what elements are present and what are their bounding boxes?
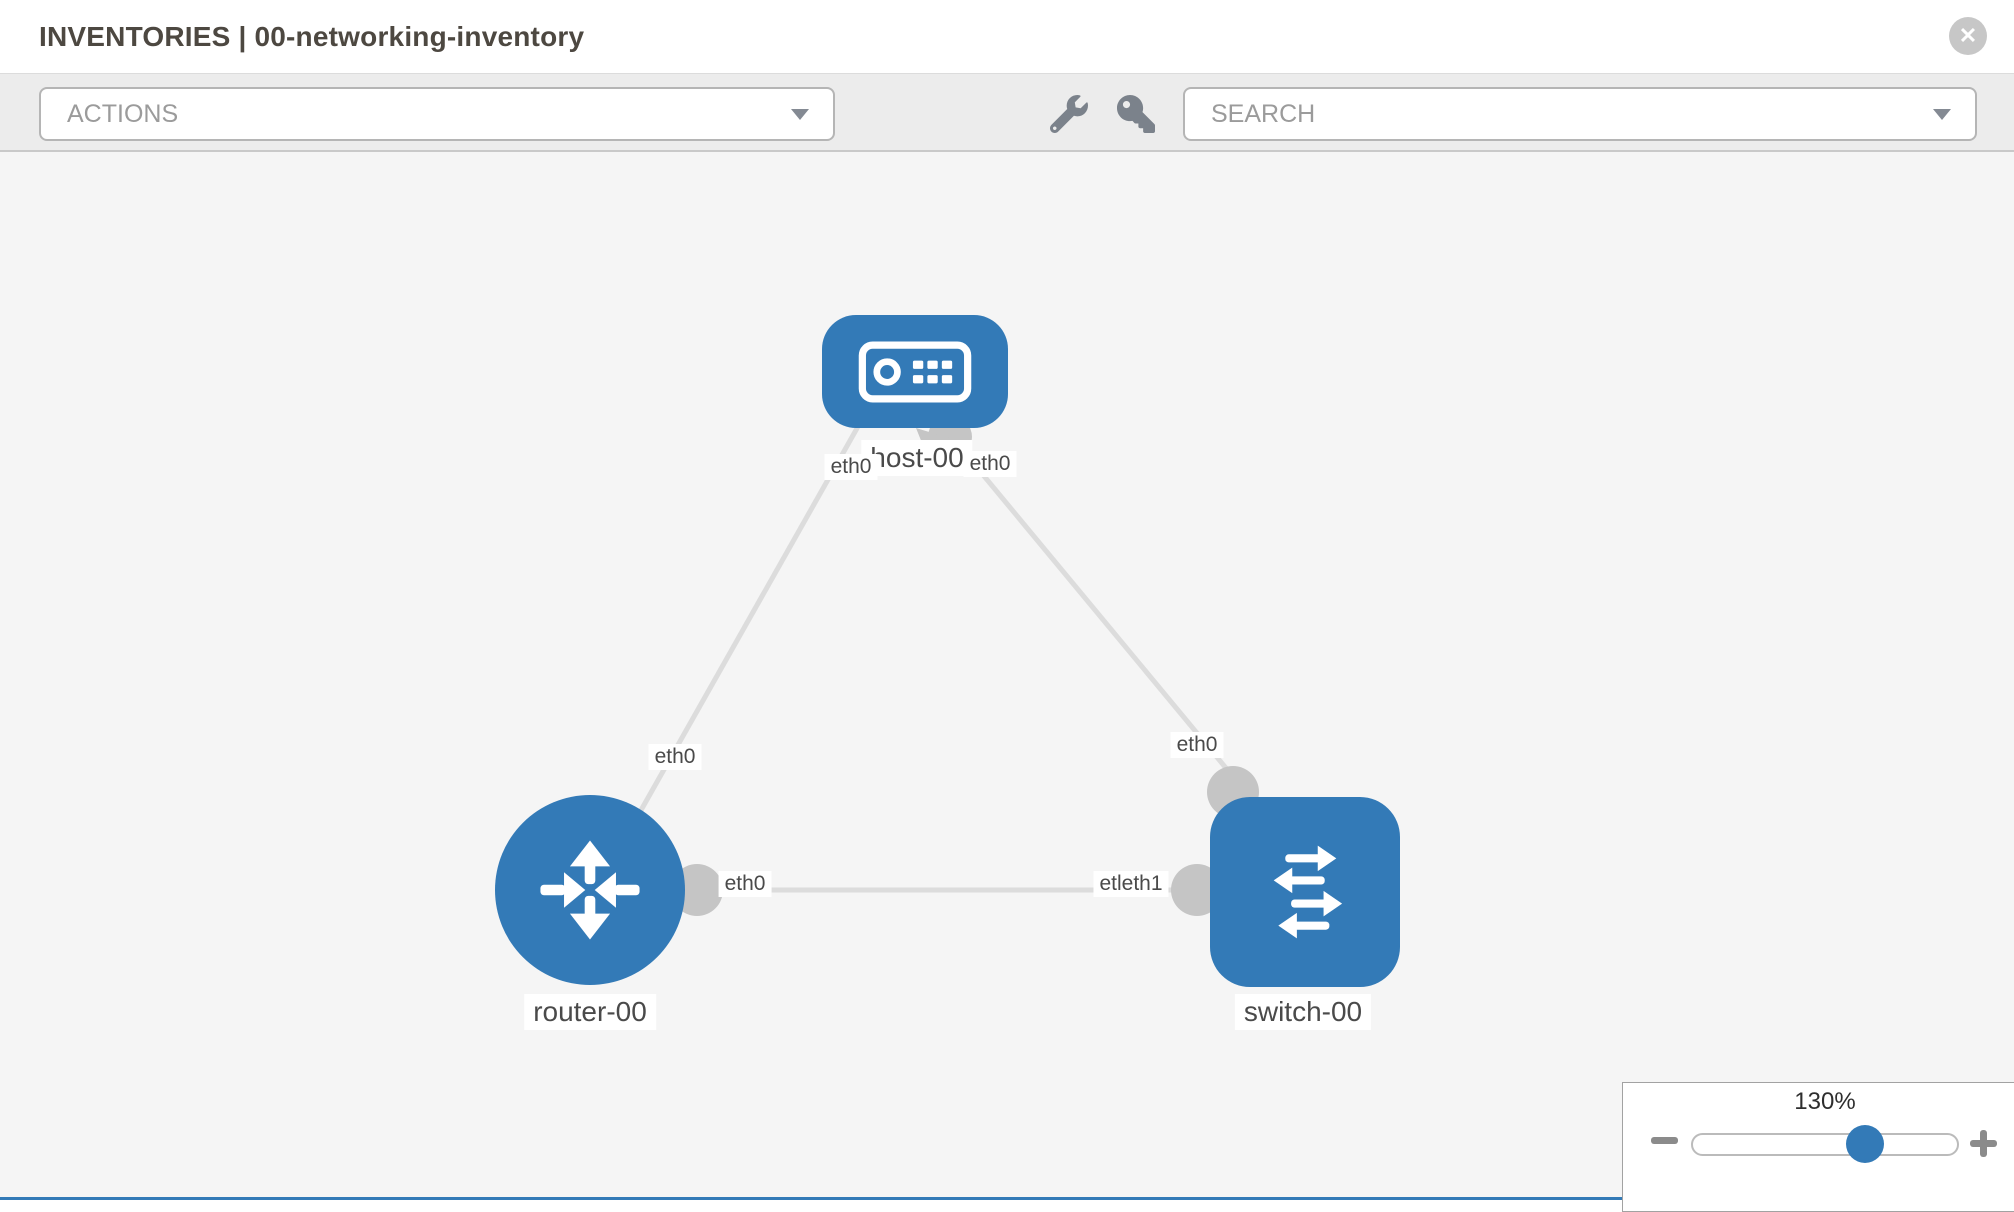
node-router-00[interactable] [495,795,685,985]
iface-label-router-right: eth0 [718,871,772,897]
zoom-control-panel: 130% [1622,1082,2014,1212]
actions-dropdown[interactable]: ACTIONS [39,87,835,141]
close-button[interactable]: ✕ [1949,17,1987,55]
node-label-router: router-00 [524,994,656,1030]
credentials-button[interactable] [1117,95,1155,133]
topology-canvas[interactable]: host-00 router-00 switch-00 eth0 eth0 et… [0,152,2014,1200]
toolbar: ACTIONS SEARCH [0,73,2014,152]
actions-dropdown-label: ACTIONS [67,99,179,128]
switch-icon [1273,845,1343,939]
iface-label-switch-left: etleth1 [1093,871,1169,897]
node-switch-00[interactable] [1210,797,1400,987]
router-icon [540,840,640,940]
iface-label-switch-top: eth0 [1170,732,1224,758]
page-title: INVENTORIES | 00-networking-inventory [39,20,585,52]
zoom-level-value: 130% [1794,1088,1856,1115]
node-label-switch: switch-00 [1234,994,1372,1030]
iface-label-host-left: eth0 [824,454,878,480]
configure-tools-button[interactable] [1049,95,1088,134]
link-host-switch [948,433,1242,787]
topology-links-layer [637,415,1259,916]
chevron-down-icon [791,109,809,120]
search-dropdown-label: SEARCH [1211,99,1316,128]
chevron-down-icon [1933,109,1951,120]
close-icon: ✕ [1958,23,1978,48]
iface-label-host-right: eth0 [963,451,1017,477]
search-dropdown[interactable]: SEARCH [1183,87,1977,141]
zoom-out-button[interactable] [1651,1137,1678,1144]
host-icon [858,341,972,402]
zoom-in-button[interactable] [1963,1123,2005,1165]
zoom-slider-track[interactable] [1691,1133,1959,1156]
node-label-host: host-00 [861,440,973,476]
key-icon [1117,95,1155,133]
bottom-accent-bar [0,1197,1622,1200]
zoom-slider-thumb[interactable] [1846,1125,1884,1163]
iface-label-router-top: eth0 [648,744,702,770]
header: INVENTORIES | 00-networking-inventory ✕ [0,0,2014,73]
node-host-00[interactable] [822,315,1008,428]
wrench-icon [1049,95,1088,134]
